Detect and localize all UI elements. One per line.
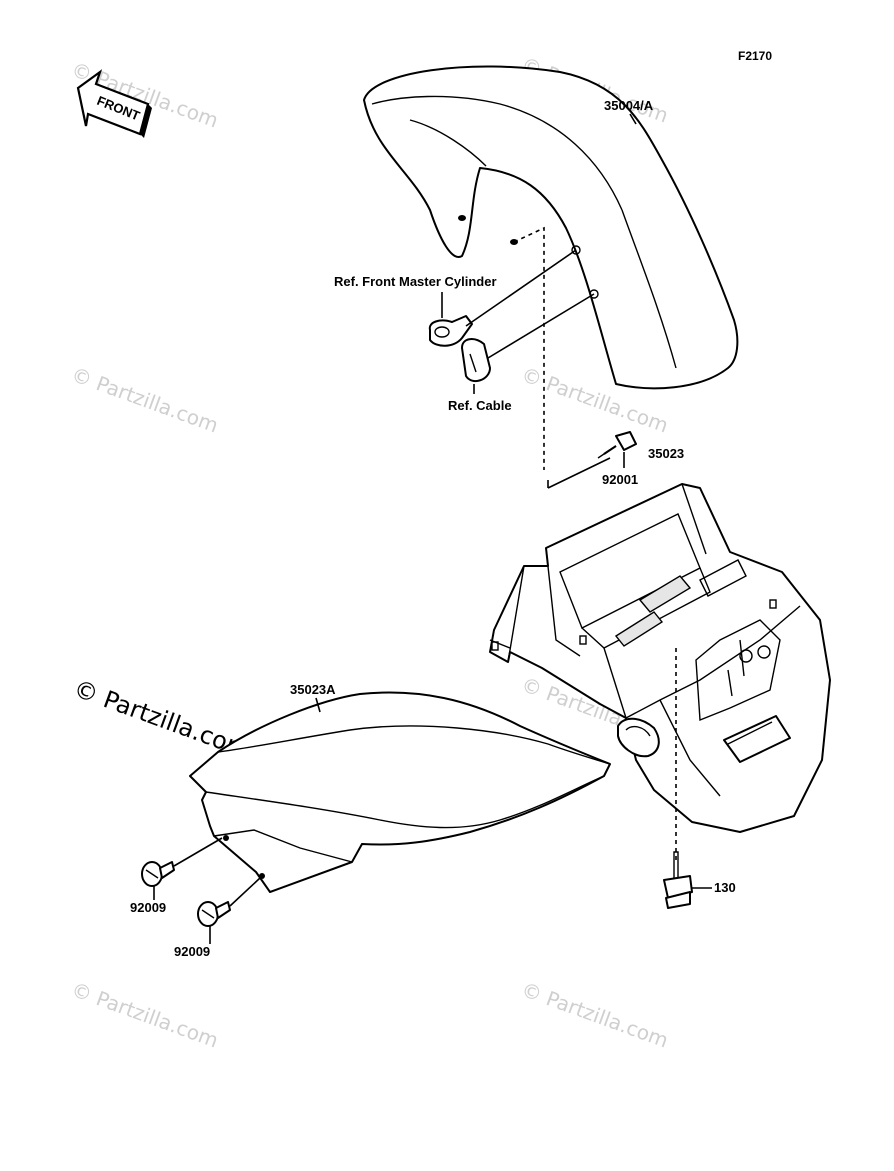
label-bolt-92001: 92001 bbox=[602, 472, 638, 487]
bolt-130 bbox=[663, 851, 693, 909]
bolt-92001 bbox=[597, 431, 637, 459]
label-rear-fender: 35023 bbox=[648, 446, 684, 461]
front-arrow-icon: FRONT bbox=[76, 69, 152, 138]
label-screw-92009-b: 92009 bbox=[174, 944, 210, 959]
label-mud-flap: 35023A bbox=[290, 682, 336, 697]
watermark-3: © Partzilla.com bbox=[68, 362, 221, 437]
mud-flap bbox=[189, 691, 611, 893]
watermark-6: © Partzilla.com bbox=[68, 977, 221, 1052]
master-cylinder-bracket-ref bbox=[428, 315, 473, 347]
label-screw-92009-a: 92009 bbox=[130, 900, 166, 915]
front-fender bbox=[363, 65, 739, 390]
label-ref-master-cylinder: Ref. Front Master Cylinder bbox=[334, 274, 497, 289]
rear-fender bbox=[489, 483, 831, 833]
watermark-7: © Partzilla.com bbox=[518, 977, 671, 1052]
label-bolt-130: 130 bbox=[714, 880, 736, 895]
cable-guide-ref bbox=[461, 338, 491, 383]
figure-code: F2170 bbox=[738, 49, 772, 63]
screw-92009-b bbox=[197, 901, 231, 927]
label-ref-cable: Ref. Cable bbox=[448, 398, 512, 413]
screw-92009-a bbox=[141, 861, 175, 887]
label-front-fender: 35004/A bbox=[604, 98, 654, 113]
